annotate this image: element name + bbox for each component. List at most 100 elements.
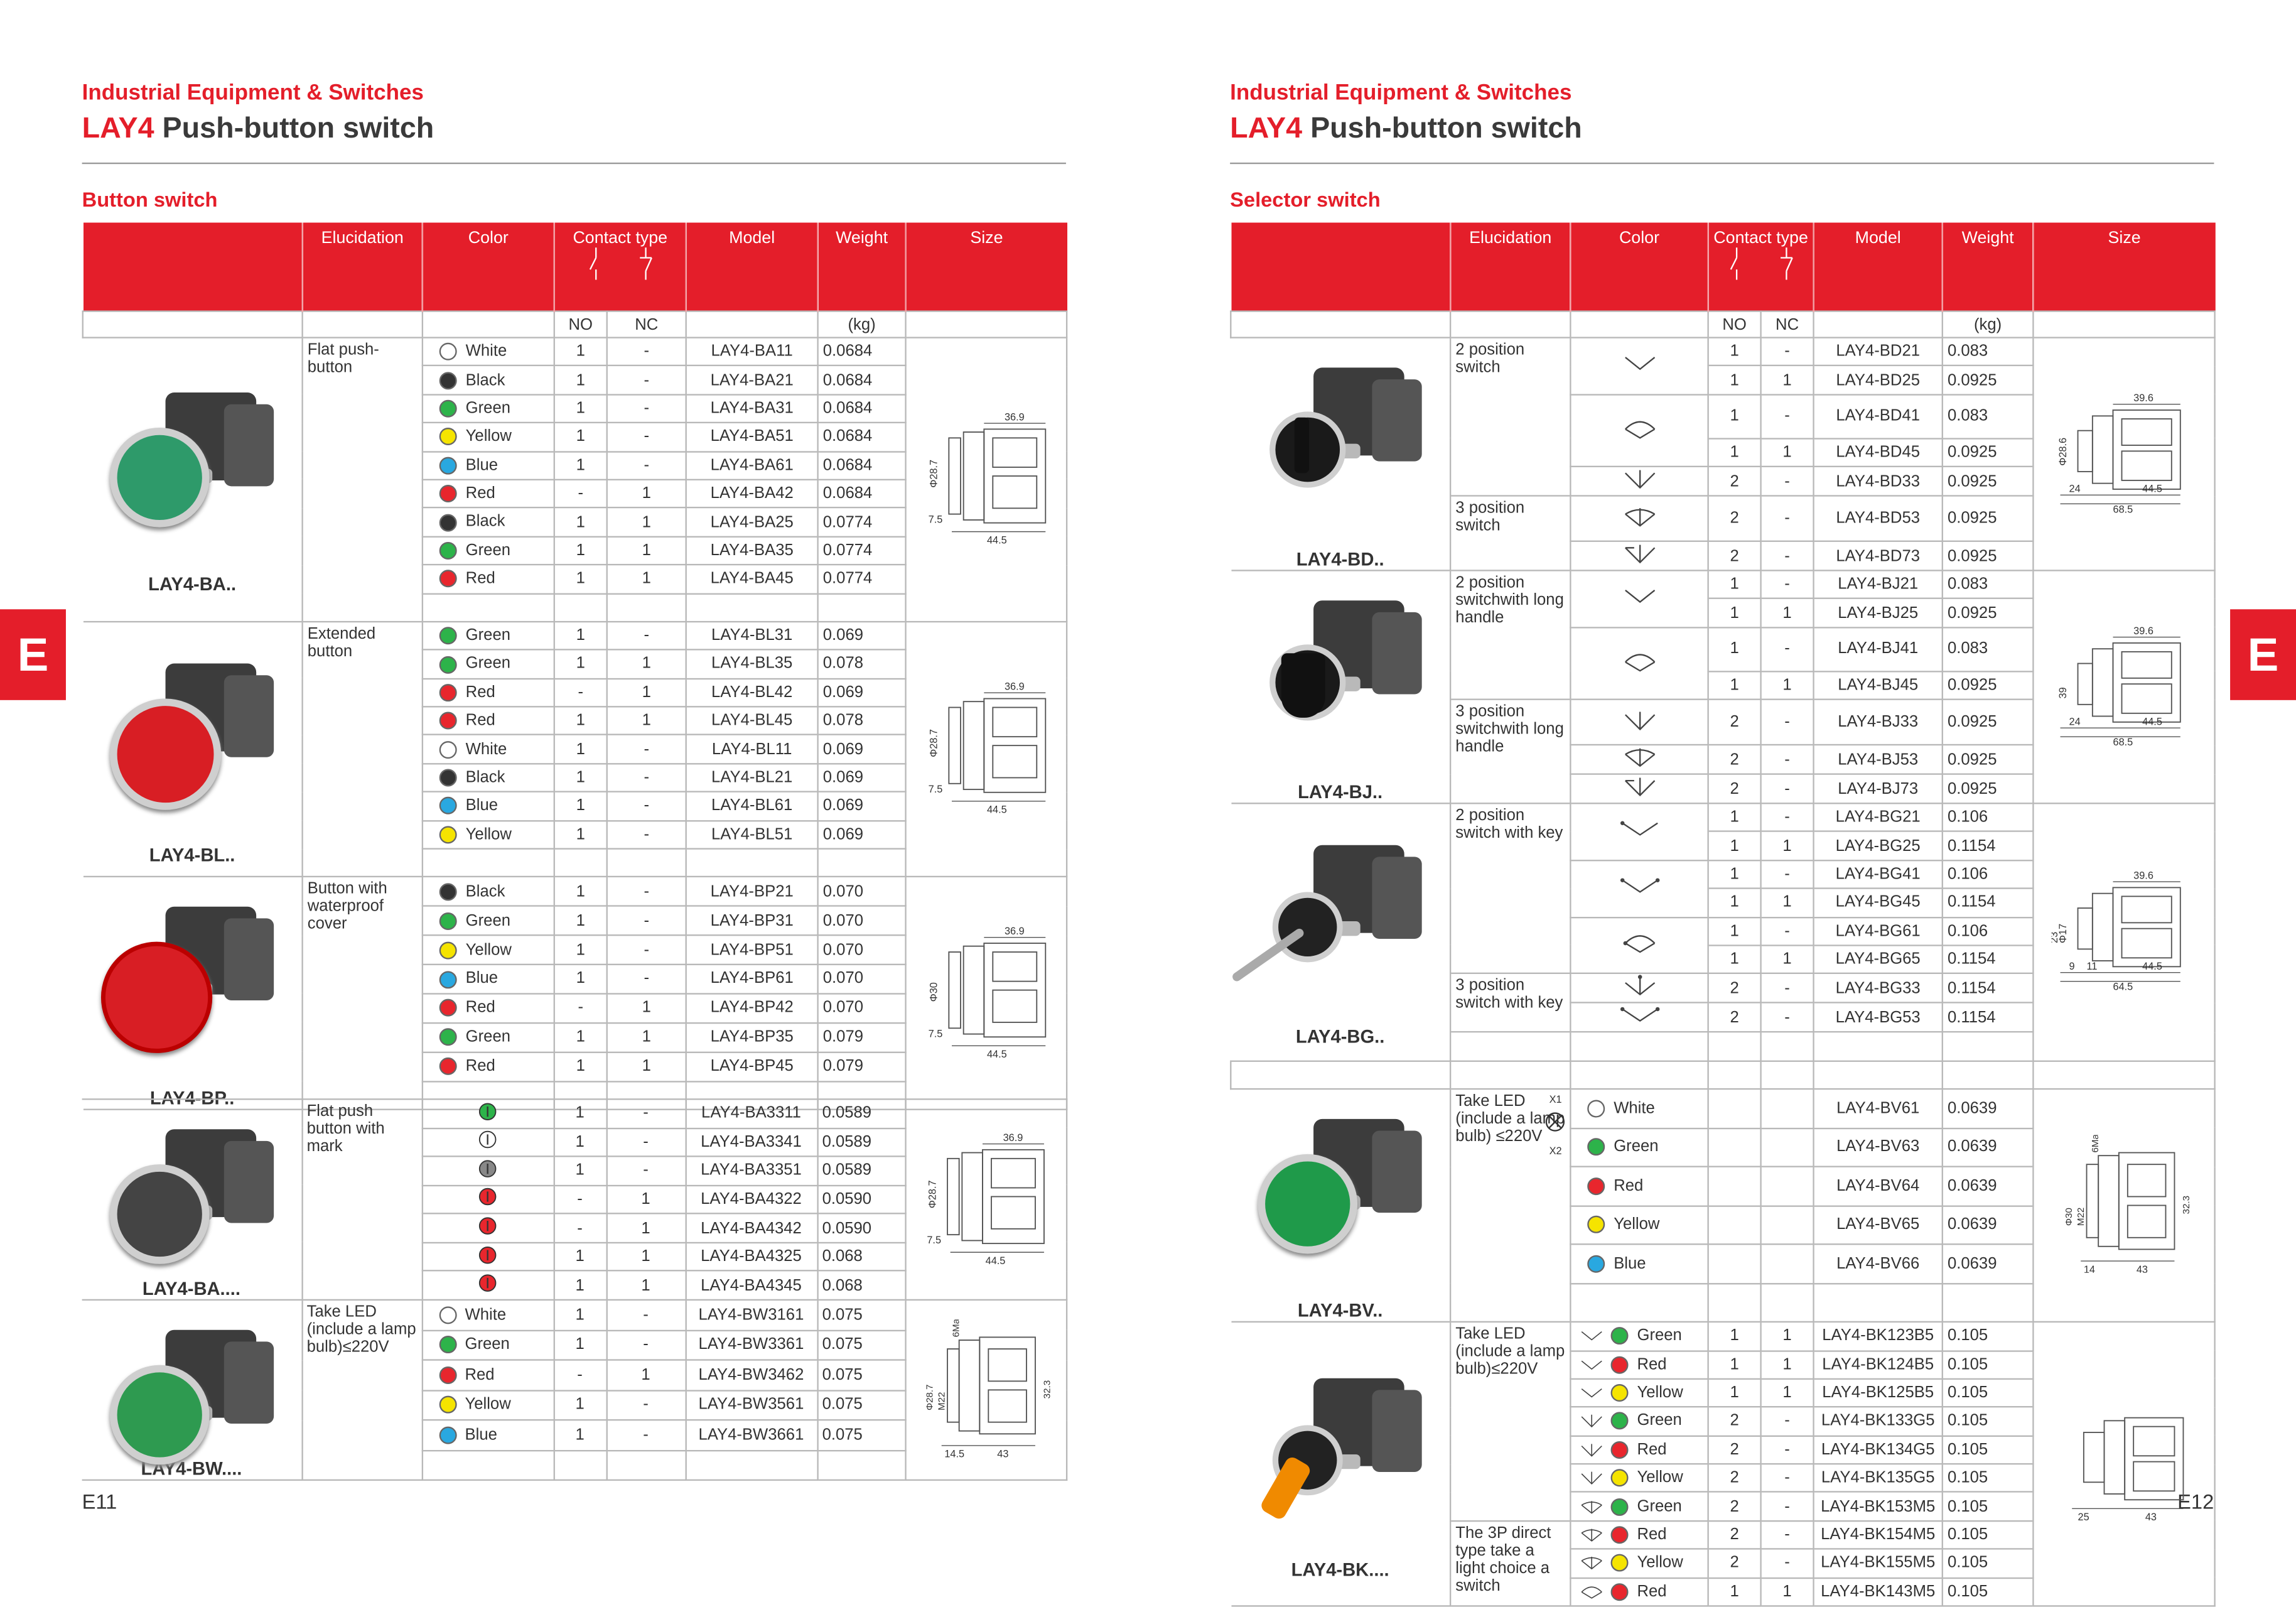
nc-cell xyxy=(1761,1206,1814,1245)
model-cell: LAY4-BK125B5 xyxy=(1814,1379,1943,1407)
model-cell: LAY4-BW3161 xyxy=(686,1300,817,1330)
model-cell: LAY4-BK134G5 xyxy=(1814,1436,1943,1464)
svg-text:44.5: 44.5 xyxy=(2142,482,2162,494)
color-swatch xyxy=(439,1058,457,1075)
weight-cell: 0.0589 xyxy=(817,1099,905,1128)
color-cell: Red xyxy=(423,480,554,508)
svg-text:9: 9 xyxy=(2068,961,2074,972)
svg-text:44.5: 44.5 xyxy=(986,1049,1006,1060)
selector-knob xyxy=(1295,418,1309,473)
empty-cell xyxy=(423,593,554,622)
color-cell: Red xyxy=(1570,1167,1708,1206)
model-cell: LAY4-BL21 xyxy=(686,764,818,792)
weight-cell: 0.083 xyxy=(1943,627,2034,671)
color-swatch xyxy=(439,912,457,930)
color-cell: White xyxy=(1570,1089,1708,1128)
category-title: Industrial Equipment & Switches xyxy=(1230,80,1571,106)
model-cell: LAY4-BD21 xyxy=(1814,338,1943,366)
no-cell: 1 xyxy=(554,764,607,792)
nc-cell: - xyxy=(1761,1493,1814,1521)
product-cell: LAY4-BV.. xyxy=(1231,1089,1450,1322)
product-cell: LAY4-BA.. xyxy=(83,338,303,622)
empty-cell xyxy=(1450,1061,1570,1089)
empty-cell xyxy=(686,593,818,622)
category-title: Industrial Equipment & Switches xyxy=(82,80,424,106)
elucidation-cell: The 3P direct type take a light choice a… xyxy=(1450,1521,1570,1606)
weight-cell: 0.105 xyxy=(1943,1493,2034,1521)
no-cell: 2 xyxy=(1708,774,1761,804)
svg-text:14.5: 14.5 xyxy=(944,1447,964,1456)
weight-cell: 0.105 xyxy=(1943,1436,2034,1464)
color-name: White xyxy=(466,343,507,360)
svg-text:7.5: 7.5 xyxy=(928,514,942,526)
nc-cell: - xyxy=(1761,700,1814,745)
weight-cell: 0.083 xyxy=(1943,338,2034,366)
color-swatch xyxy=(1587,1177,1605,1195)
model-cell: LAY4-BG33 xyxy=(1814,974,1943,1004)
svg-text:39.6: 39.6 xyxy=(2133,870,2153,881)
svg-text:39: 39 xyxy=(2057,686,2068,698)
nc-cell: 1 xyxy=(1761,831,1814,860)
weight-cell: 0.0925 xyxy=(1943,745,2034,774)
color-cell: Green xyxy=(422,1330,554,1360)
svg-text:39.6: 39.6 xyxy=(2133,392,2153,403)
model-cell: LAY4-BK143M5 xyxy=(1814,1577,1943,1606)
color-name: Green xyxy=(1637,1412,1682,1430)
nc-cell: 1 xyxy=(606,1214,686,1243)
color-swatch xyxy=(439,1336,456,1354)
empty-cell xyxy=(1761,1283,1814,1322)
no-cell: 1 xyxy=(1708,599,1761,627)
section-title: Button switch xyxy=(82,188,218,211)
position-symbol-icon xyxy=(1616,649,1663,673)
weight-cell: 0.0590 xyxy=(817,1185,905,1214)
svg-text:Φ28.6: Φ28.6 xyxy=(2057,437,2068,465)
color-swatch xyxy=(439,769,457,787)
model-cell: LAY4-BA61 xyxy=(686,451,818,479)
no-cell: 2 xyxy=(1708,1493,1761,1521)
color-swatch xyxy=(439,570,457,588)
model-cell: LAY4-BV66 xyxy=(1814,1245,1943,1284)
nc-cell: - xyxy=(1761,974,1814,1004)
nc-cell: - xyxy=(607,792,686,820)
weight-cell: 0.069 xyxy=(818,735,906,764)
empty-cell xyxy=(818,593,906,622)
model-cell: LAY4-BJ53 xyxy=(1814,745,1943,774)
nc-cell: - xyxy=(607,936,686,965)
no-cell: 1 xyxy=(1708,1350,1761,1378)
position-symbol-icon xyxy=(1616,775,1663,798)
model-cell: LAY4-BD25 xyxy=(1814,366,1943,394)
no-cell: 2 xyxy=(1708,745,1761,774)
position-cell xyxy=(1570,570,1708,627)
no-cell: 1 xyxy=(1708,1322,1761,1350)
svg-text:14: 14 xyxy=(2083,1263,2094,1272)
nc-cell: - xyxy=(606,1128,686,1157)
elucidation-cell: Button with waterproof cover xyxy=(303,877,423,1110)
color-name: Red xyxy=(1614,1177,1643,1195)
empty-cell xyxy=(1943,1283,2034,1322)
nc-cell: - xyxy=(607,622,686,650)
model-cell: LAY4-BA35 xyxy=(686,536,818,565)
nc-cell: - xyxy=(607,877,686,906)
color-name: Green xyxy=(1637,1328,1682,1345)
model-cell: LAY4-BJ21 xyxy=(1814,570,1943,598)
weight-cell: 0.105 xyxy=(1943,1464,2034,1492)
model-cell: LAY4-BG53 xyxy=(1814,1003,1943,1032)
color-name: White xyxy=(1614,1100,1655,1117)
color-cell: Green xyxy=(423,394,554,423)
model-cell: LAY4-BP42 xyxy=(686,993,818,1022)
nc-cell: 1 xyxy=(1761,1322,1814,1350)
product-2-0: LAY4-BA.... xyxy=(87,1100,297,1299)
no-cell: 1 xyxy=(1708,945,1761,973)
model-cell: LAY4-BG41 xyxy=(1814,860,1943,889)
weight-cell: 0.1154 xyxy=(1943,945,2034,973)
header-rule xyxy=(1230,163,2214,164)
nc-cell: - xyxy=(606,1420,686,1450)
color-name: Yellow xyxy=(465,1396,511,1414)
svg-text:43: 43 xyxy=(2136,1263,2147,1272)
color-swatch xyxy=(439,798,457,815)
elucidation-cell: Take LED (include a lamp bulb)≤220V xyxy=(1450,1322,1570,1521)
model-cell: LAY4-BA3311 xyxy=(686,1099,817,1128)
